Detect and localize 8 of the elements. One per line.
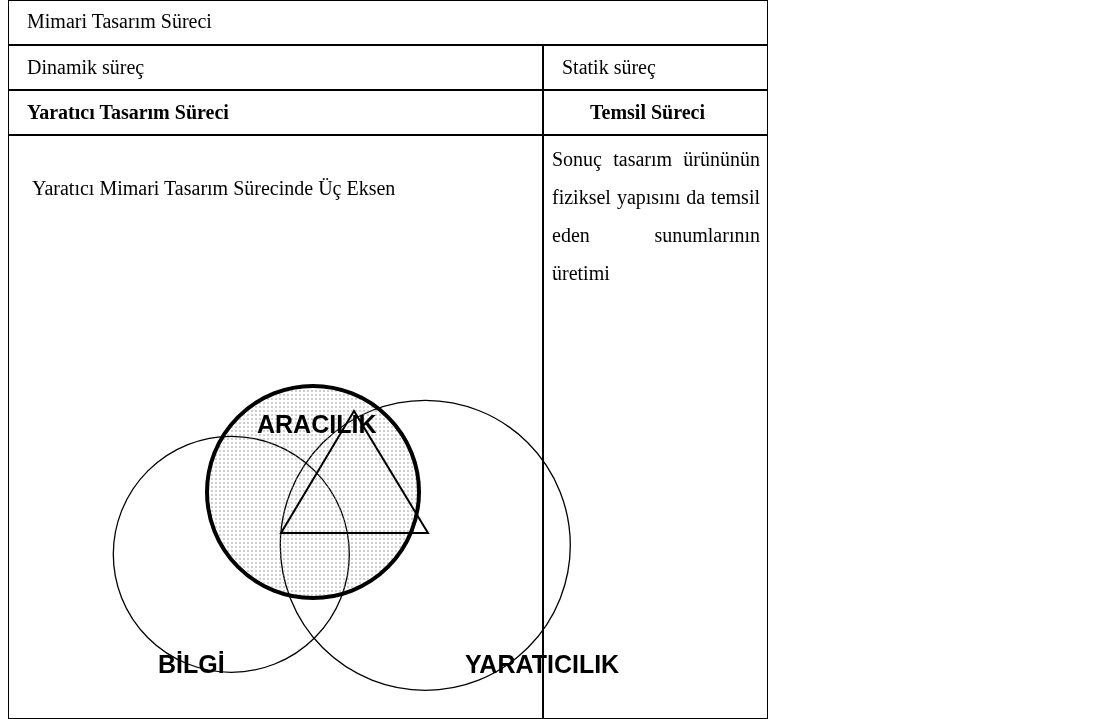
venn-circle [203, 382, 423, 602]
column-subheading: Yaratıcı Tasarım Süreci [27, 101, 229, 124]
column-heading: Dinamik süreç [27, 56, 145, 79]
column-heading: Statik süreç [562, 56, 656, 79]
table-header-text: Mimari Tasarım Süreci [27, 10, 212, 33]
diagram-caption: Yaratıcı Mimari Tasarım Sürecinde Üç Eksen [32, 177, 396, 200]
cell-text: Sonuç tasarım ürününün fiziksel yapısını da temsil eden sunumlarının üretimi [552, 147, 760, 286]
column-subheading: Temsil Süreci [590, 101, 705, 124]
